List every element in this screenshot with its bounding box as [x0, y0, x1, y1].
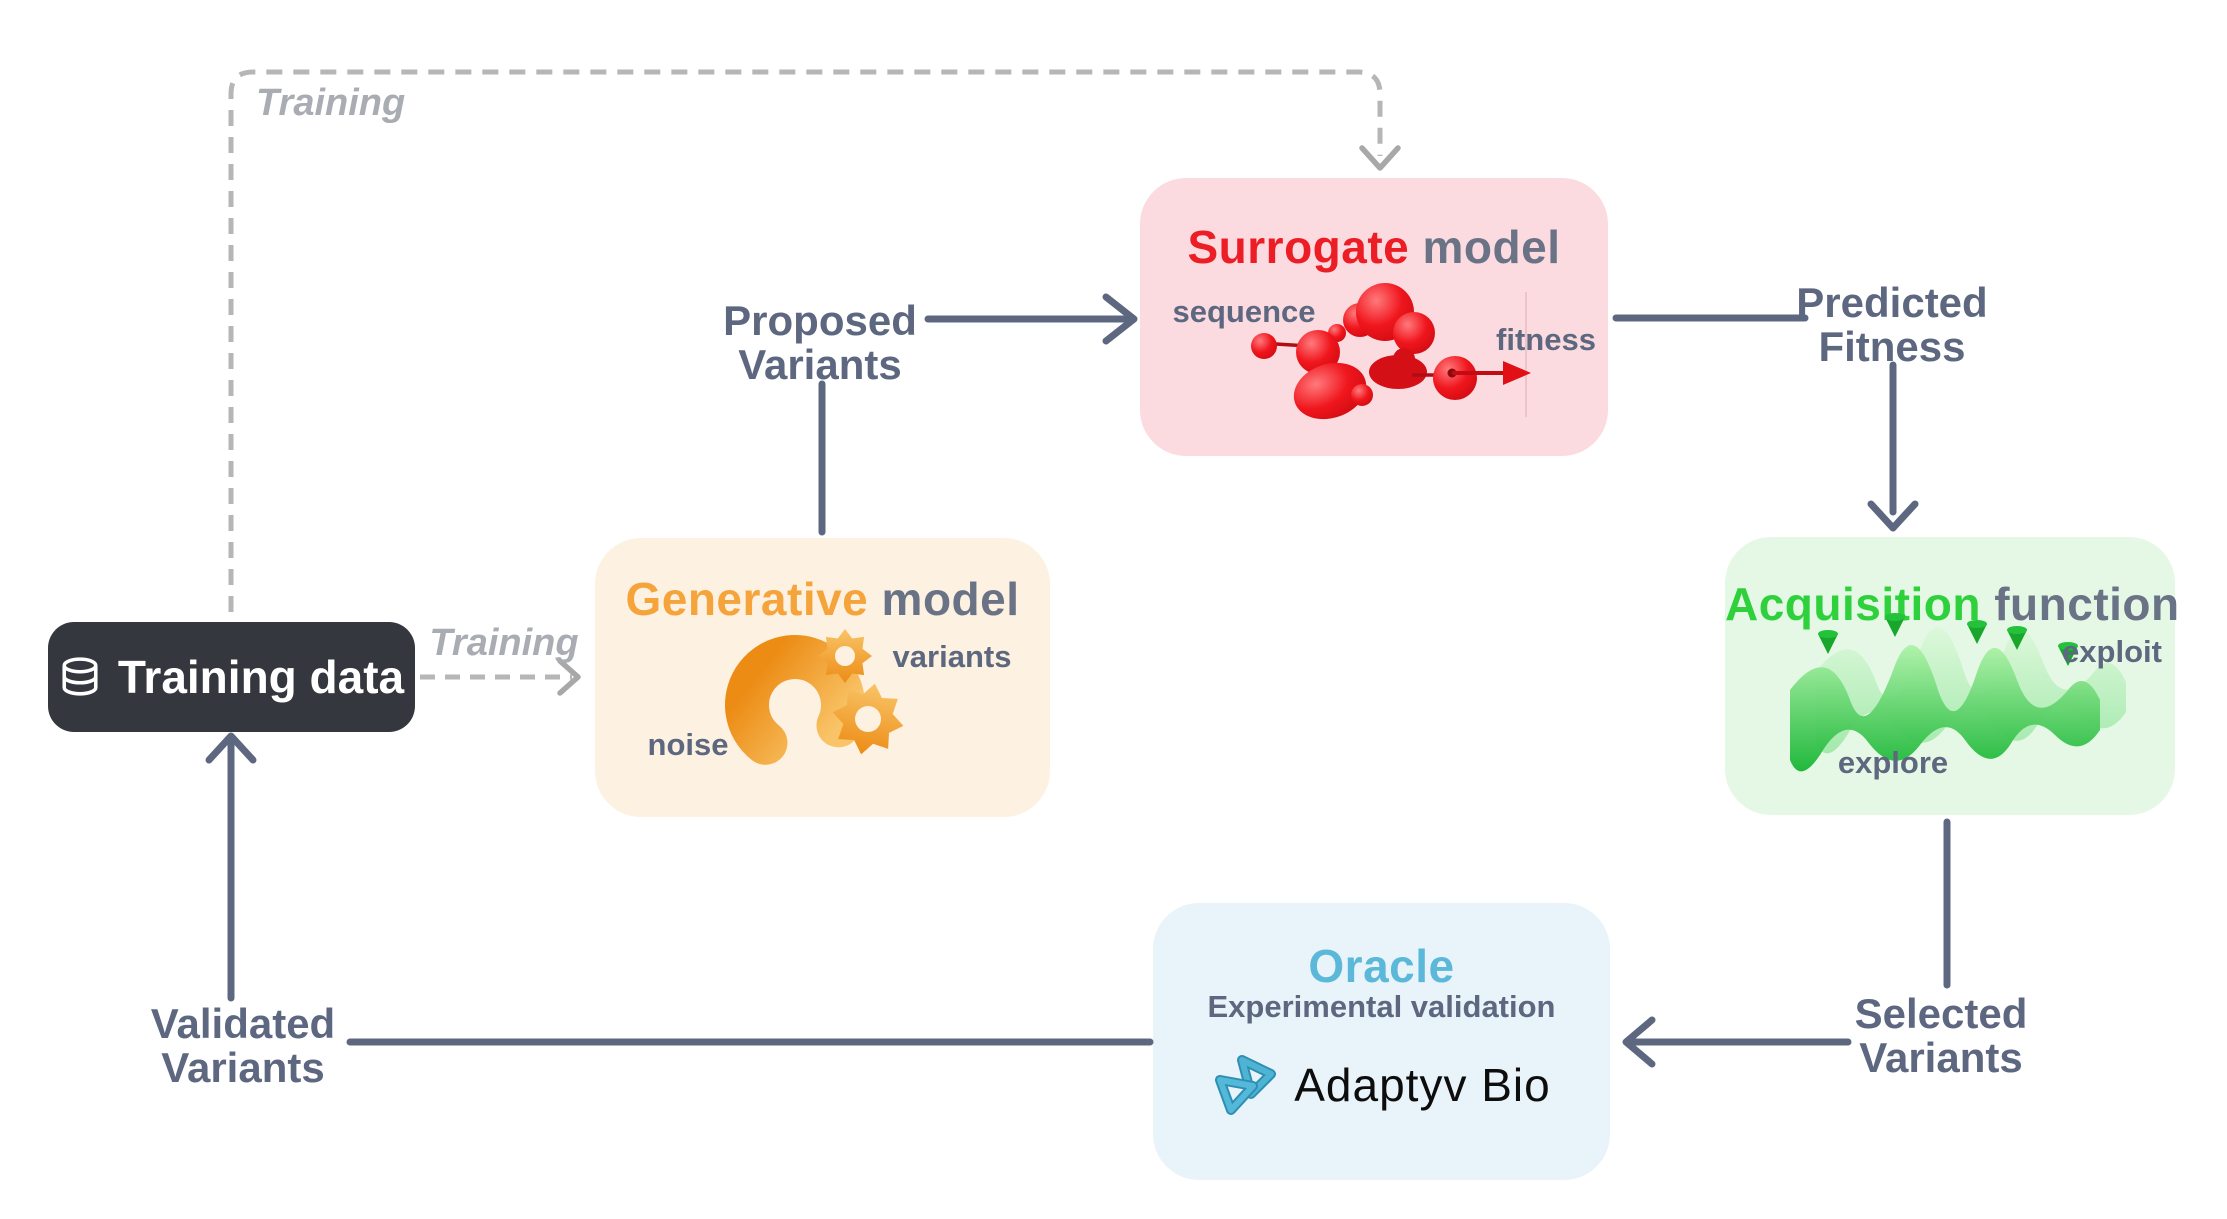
training-dashed-arrow: [420, 658, 581, 696]
oracle-title: Oracle: [1308, 940, 1455, 992]
training-loop-label: Training: [256, 82, 406, 124]
sequence-label: sequence: [1172, 294, 1316, 329]
database-icon: [59, 657, 101, 697]
noise-label: noise: [647, 727, 729, 762]
training-data-node: Training data: [48, 622, 415, 732]
proposed-variants-label: Proposed Variants: [723, 297, 917, 388]
selected-variants-label: Selected Variants: [1854, 990, 2028, 1081]
fitness-label: fitness: [1496, 322, 1596, 357]
acquisition-function-node: Acquisition function: [1725, 537, 2180, 815]
training-arrow-label: Training: [429, 622, 579, 664]
acquisition-function-title: Acquisition function: [1725, 578, 2180, 630]
variants-label: variants: [892, 639, 1012, 674]
flow-arrows: [205, 293, 1951, 1068]
exploit-label: exploit: [2062, 634, 2162, 669]
generative-model-title: Generative model: [625, 573, 1020, 625]
oracle-subtitle: Experimental validation: [1207, 989, 1556, 1024]
adaptyv-bio-logo: Adaptyv Bio: [1153, 1047, 1610, 1123]
predicted-fitness-label: Predicted Fitness: [1796, 279, 1988, 370]
oracle-node: Oracle Experimental validation Adaptyv B…: [1153, 903, 1610, 1180]
explore-label: explore: [1837, 745, 1949, 780]
training-data-label: Training data: [117, 651, 405, 703]
surrogate-model-title: Surrogate model: [1187, 221, 1561, 273]
adaptyv-knot-icon: [1212, 1053, 1278, 1117]
generative-model-node: Generative model: [595, 538, 1050, 817]
adaptyv-logo-text: Adaptyv Bio: [1294, 1059, 1551, 1111]
validated-variants-label: Validated Variants: [150, 1000, 336, 1091]
